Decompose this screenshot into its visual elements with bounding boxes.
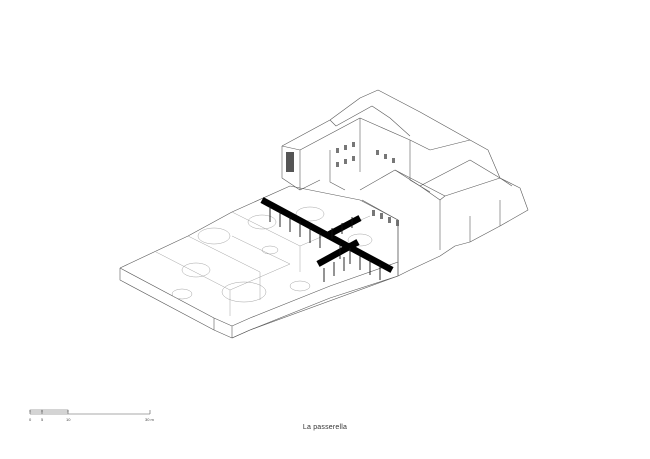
right-wing [359,159,529,277]
scale-bar [29,409,151,415]
walkway [260,197,394,282]
drawing-caption: La passerella [302,424,348,431]
scale-label-10: 10 [66,417,71,422]
scale-label-30m: 30 m [145,417,154,422]
courtyard-complex [119,185,399,339]
upper-building [281,89,513,193]
scale-label-0: 0 [29,417,32,422]
scale-label-5: 5 [41,417,44,422]
